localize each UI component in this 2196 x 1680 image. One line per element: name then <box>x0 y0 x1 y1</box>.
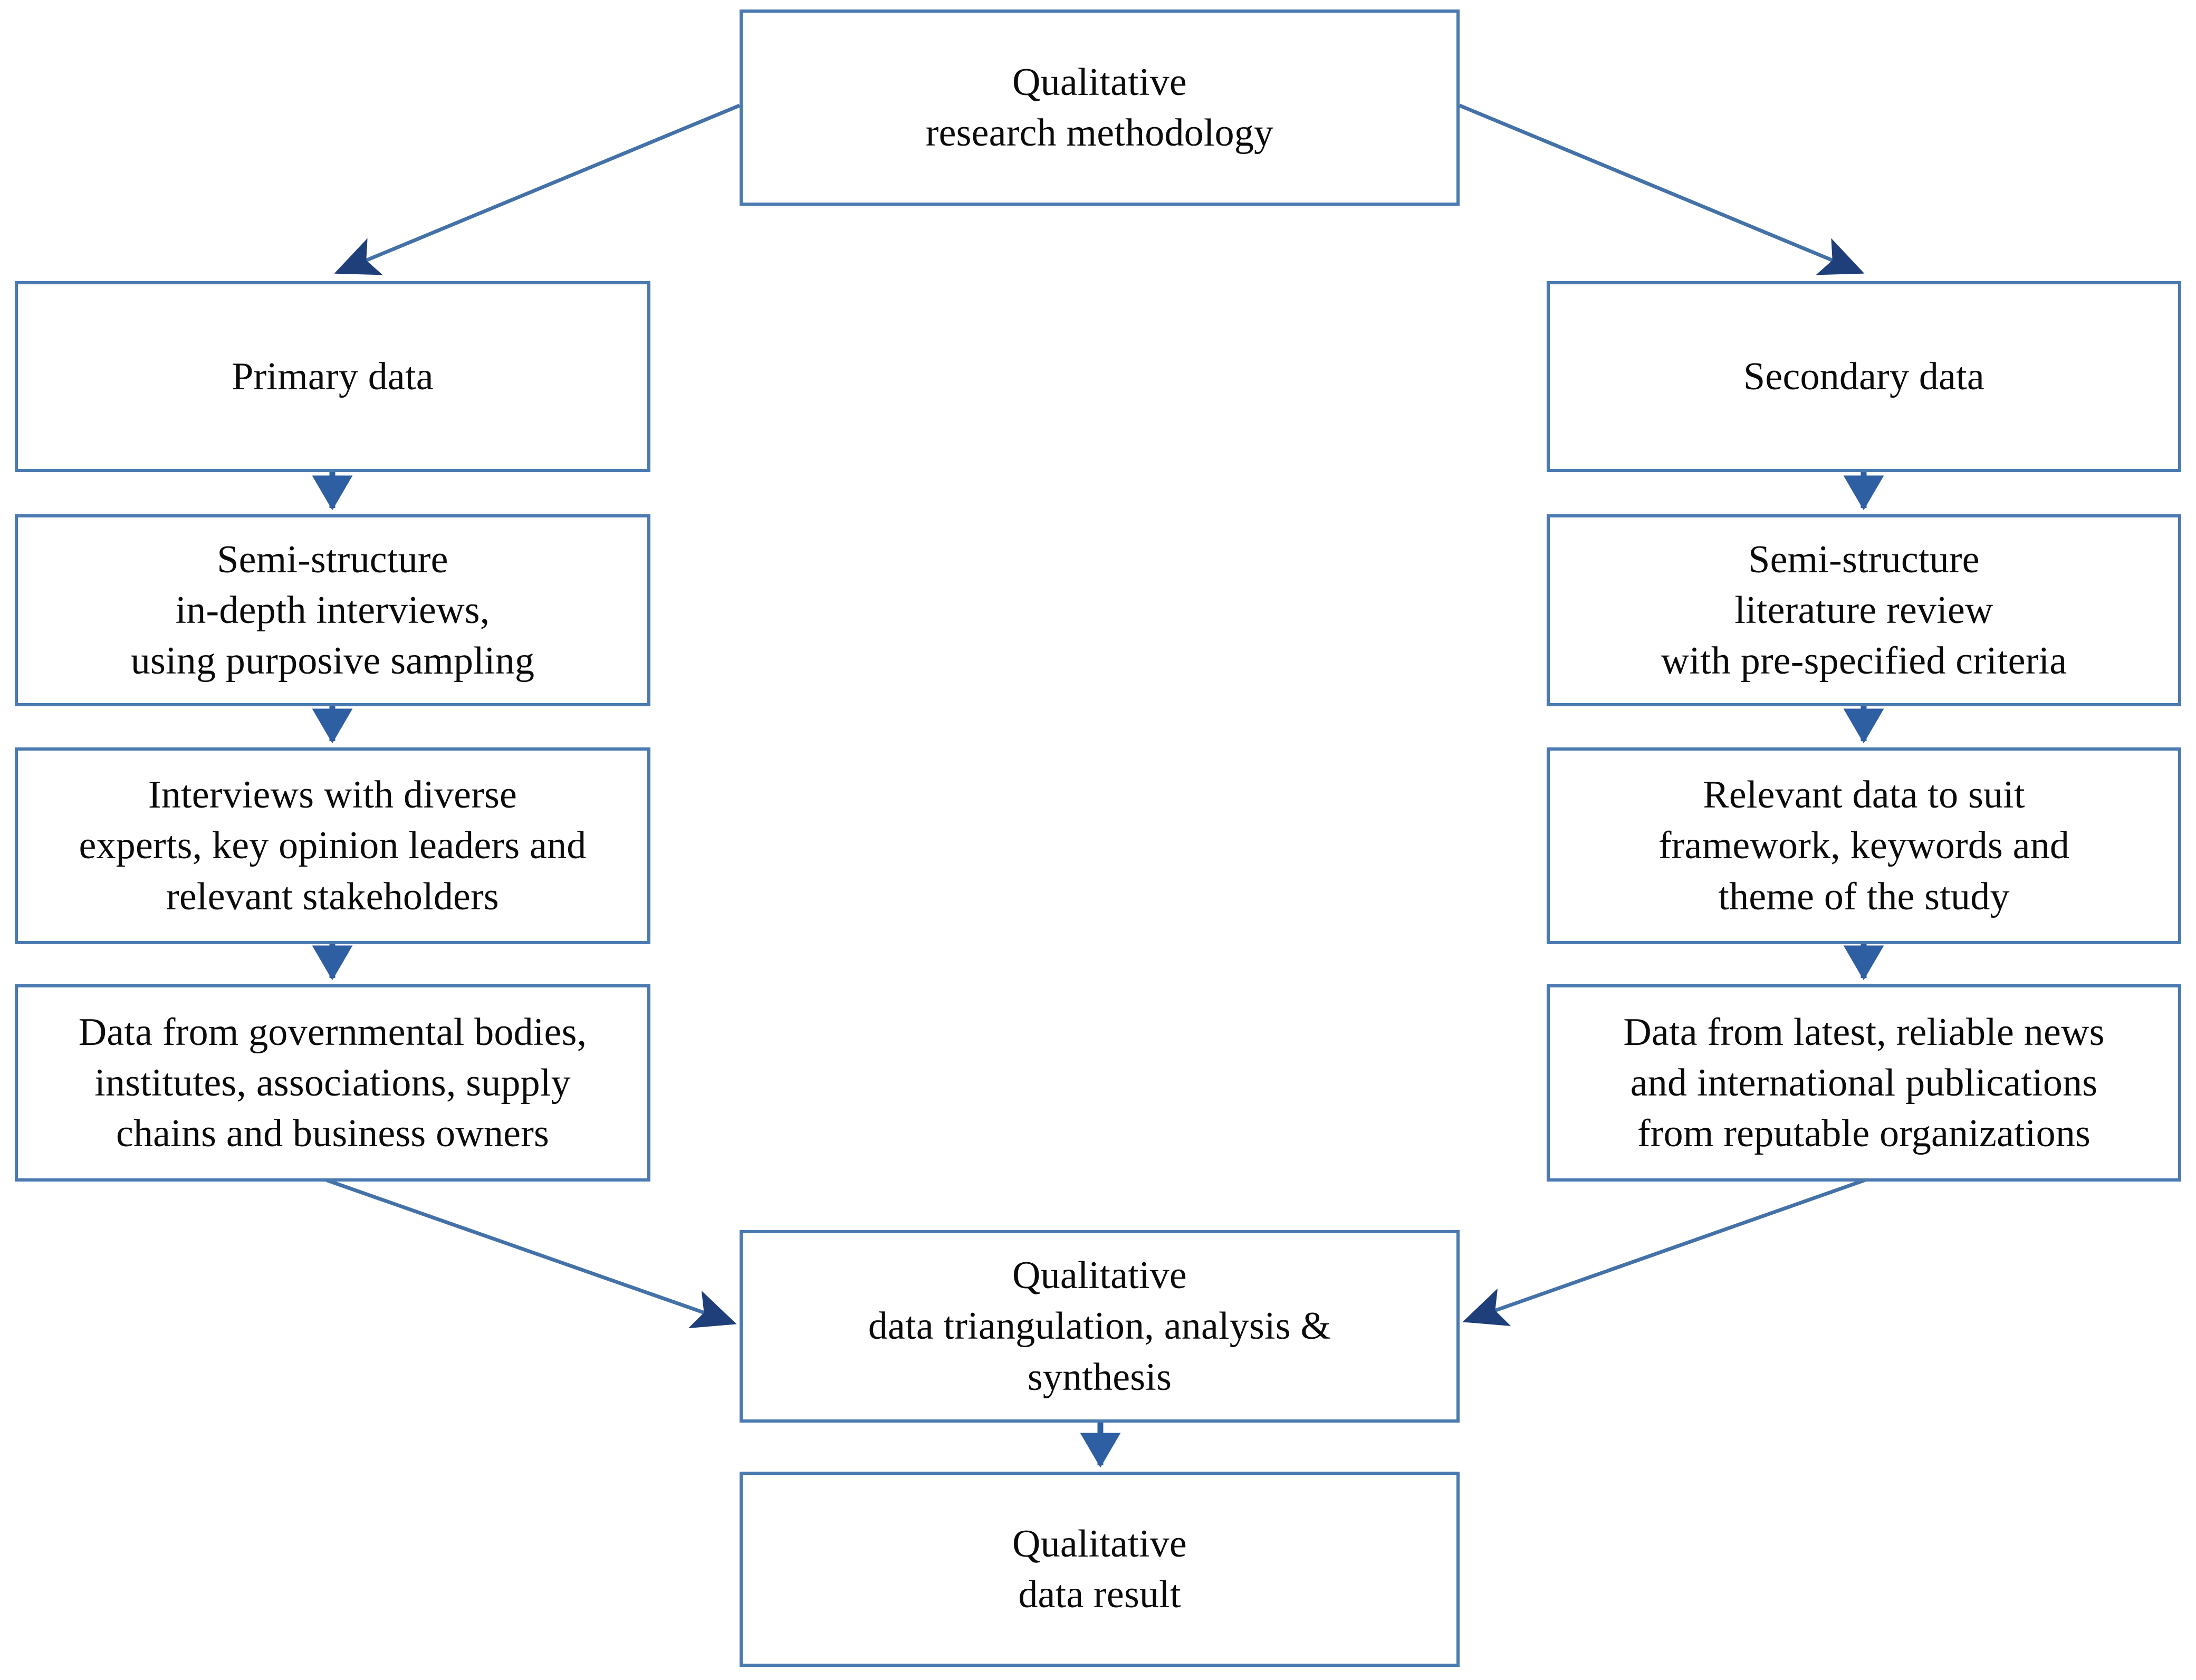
node-semi-structure-literature-review[interactable]: Semi-structure literature review with pr… <box>1547 514 2181 706</box>
edge-secondary-3-to-synthesis <box>1462 1174 1877 1327</box>
node-label: Semi-structure in-depth interviews, usin… <box>130 537 535 683</box>
node-label: Qualitative research methodology <box>925 60 1274 155</box>
node-label: Secondary data <box>1743 354 1984 398</box>
node-semi-structure-in-depth-interviews[interactable]: Semi-structure in-depth interviews, usin… <box>15 514 650 706</box>
node-data-from-latest-reliable-news[interactable]: Data from latest, reliable news and inte… <box>1547 984 2181 1182</box>
node-label: Data from latest, reliable news and inte… <box>1623 1010 2105 1156</box>
node-label: Data from governmental bodies, institute… <box>78 1010 587 1156</box>
node-primary-data[interactable]: Primary data <box>15 281 650 472</box>
node-label: Qualitative data result <box>1012 1522 1187 1616</box>
edge-root-to-primary <box>334 103 741 275</box>
node-label: Semi-structure literature review with pr… <box>1661 537 2067 683</box>
node-label: Relevant data to suit framework, keyword… <box>1658 773 2070 918</box>
node-label: Interviews with diverse experts, key opi… <box>79 773 587 918</box>
node-qualitative-research-methodology[interactable]: Qualitative research methodology <box>740 9 1460 206</box>
node-secondary-data[interactable]: Secondary data <box>1547 281 2181 472</box>
edge-root-to-secondary <box>1459 103 1865 275</box>
node-data-from-governmental-bodies[interactable]: Data from governmental bodies, institute… <box>15 984 650 1182</box>
node-interviews-with-diverse-experts[interactable]: Interviews with diverse experts, key opi… <box>15 747 650 944</box>
node-label: Primary data <box>232 354 434 398</box>
node-label: Qualitative data triangulation, analysis… <box>868 1254 1331 1399</box>
node-qualitative-data-result[interactable]: Qualitative data result <box>740 1472 1460 1667</box>
node-relevant-data-to-suit-framework[interactable]: Relevant data to suit framework, keyword… <box>1547 747 2181 944</box>
node-qualitative-data-triangulation[interactable]: Qualitative data triangulation, analysis… <box>740 1230 1460 1423</box>
edge-primary-3-to-synthesis <box>314 1174 737 1329</box>
